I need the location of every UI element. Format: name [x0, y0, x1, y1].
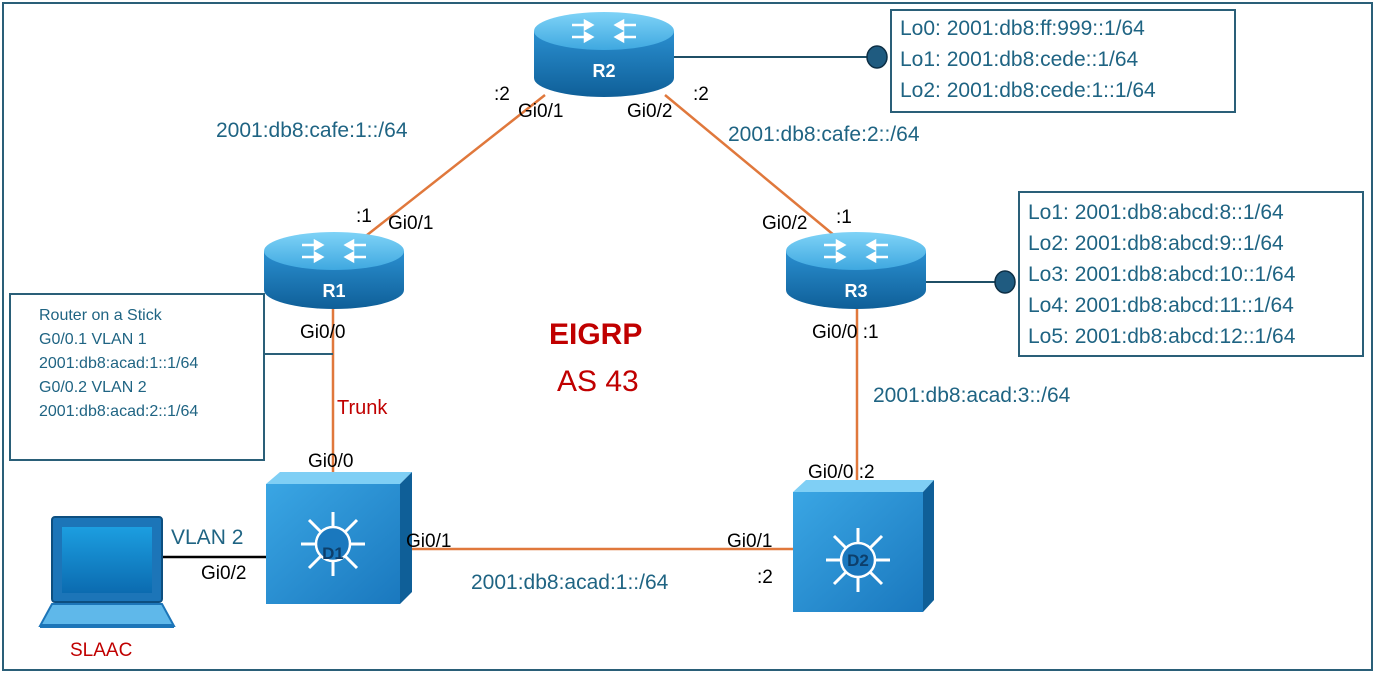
r3-interface-gi02: Gi0/2 — [762, 213, 808, 234]
device-label-d1: D1 — [322, 544, 344, 563]
device-label-r1: R1 — [322, 281, 346, 301]
link-r1-r2 — [361, 94, 546, 240]
d2-host-gi01: :2 — [757, 567, 773, 588]
r2-loopbacks-box: Lo0: 2001:db8:ff:999::1/64 Lo1: 2001:db8… — [890, 9, 1236, 113]
d2-interface-gi01: Gi0/1 — [727, 531, 773, 552]
r2-host-gi02: :2 — [693, 84, 709, 105]
device-label-pc: SLAAC — [70, 640, 133, 661]
r2-loopback: Lo2: 2001:db8:cede:1::1/64 — [900, 79, 1156, 102]
d1-interface-gi01: Gi0/1 — [406, 531, 452, 552]
r3-host-gi02: :1 — [836, 207, 852, 228]
ros-line: 2001:db8:acad:2::1/64 — [39, 403, 199, 420]
network-d1-d2: 2001:db8:acad:1::/64 — [471, 571, 669, 594]
network-r2-r3: 2001:db8:cafe:2::/64 — [728, 123, 920, 146]
switch-d1-icon — [266, 472, 412, 604]
router-r2-icon — [534, 12, 674, 97]
r2-loopback: Lo1: 2001:db8:cede::1/64 — [900, 48, 1139, 71]
r3-loopback: Lo3: 2001:db8:abcd:10::1/64 — [1028, 263, 1296, 286]
r3-loopback: Lo5: 2001:db8:abcd:12::1/64 — [1028, 325, 1296, 348]
r3-loopback: Lo1: 2001:db8:abcd:8::1/64 — [1028, 201, 1284, 224]
d1-interface-gi00: Gi0/0 — [308, 451, 354, 472]
switch-d2-icon — [793, 480, 934, 612]
device-label-r3: R3 — [844, 281, 868, 301]
r1-host-gi01: :1 — [356, 206, 372, 227]
laptop-icon — [38, 516, 176, 628]
r2-loopback: Lo0: 2001:db8:ff:999::1/64 — [900, 17, 1145, 40]
r3-loopbacks-box: Lo1: 2001:db8:abcd:8::1/64 Lo2: 2001:db8… — [1018, 191, 1364, 357]
trunk-label: Trunk — [337, 397, 388, 419]
protocol-name: EIGRP — [549, 318, 643, 351]
router-on-stick-box: Router on a Stick G0/0.1 VLAN 1 2001:db8… — [9, 293, 265, 461]
r2-interface-gi01: Gi0/1 — [518, 101, 564, 122]
ros-line: Router on a Stick — [39, 307, 162, 324]
r1-interface-gi01: Gi0/1 — [388, 213, 434, 234]
r2-interface-gi02: Gi0/2 — [627, 101, 673, 122]
d1-interface-gi02: Gi0/2 — [201, 563, 247, 584]
router-r1-icon — [264, 232, 404, 309]
protocol-as: AS 43 — [557, 365, 639, 398]
ros-line: 2001:db8:acad:1::1/64 — [39, 355, 199, 372]
device-label-r2: R2 — [592, 61, 616, 81]
router-r3-icon — [786, 232, 926, 309]
d2-interface-gi00: Gi0/0 :2 — [808, 462, 875, 483]
r2-host-gi01: :2 — [494, 84, 510, 105]
r1-interface-gi00: Gi0/0 — [300, 322, 346, 343]
ros-line: G0/0.1 VLAN 1 — [39, 331, 147, 348]
vlan-label: VLAN 2 — [171, 526, 244, 549]
r3-interface-gi00: Gi0/0 :1 — [812, 322, 879, 343]
network-r3-d2: 2001:db8:acad:3::/64 — [873, 384, 1071, 407]
loopback-node-r2 — [866, 45, 888, 69]
link-r2-r3 — [664, 94, 836, 237]
loopback-node-r3 — [994, 270, 1016, 294]
r3-loopback: Lo2: 2001:db8:abcd:9::1/64 — [1028, 232, 1284, 255]
network-r1-r2: 2001:db8:cafe:1::/64 — [216, 119, 408, 142]
device-label-d2: D2 — [847, 551, 869, 570]
r3-loopback: Lo4: 2001:db8:abcd:11::1/64 — [1028, 294, 1294, 317]
ros-line: G0/0.2 VLAN 2 — [39, 379, 147, 396]
